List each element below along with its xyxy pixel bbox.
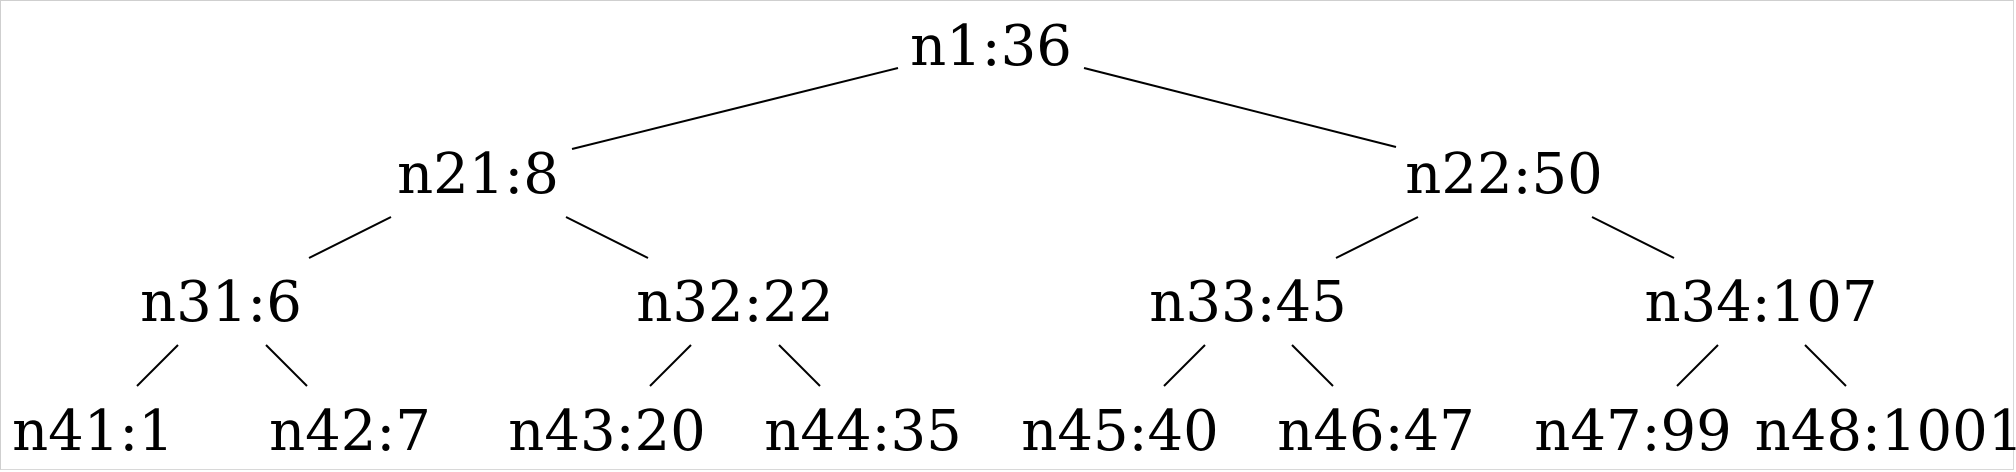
tree-node-n46: n46:47 [1277, 399, 1474, 464]
tree-node-n22: n22:50 [1405, 142, 1602, 207]
tree-node-n34: n34:107 [1644, 270, 1877, 335]
edge-n31-n42 [265, 344, 308, 387]
tree-node-n21: n21:8 [397, 142, 559, 207]
edge-n1-n22 [1083, 67, 1397, 148]
tree-node-n48: n48:1001 [1755, 399, 2016, 464]
edge-n31-n41 [136, 344, 179, 387]
edge-n32-n44 [778, 344, 821, 387]
tree-node-n45: n45:40 [1021, 399, 1218, 464]
tree-node-n31: n31:6 [140, 270, 302, 335]
tree-nodes: n1:36 n21:8 n22:50 n31:6 n32:22 n33:45 n… [12, 14, 2016, 464]
tree-node-n41: n41:1 [12, 399, 174, 464]
tree-node-n32: n32:22 [636, 270, 833, 335]
edge-n32-n43 [649, 344, 692, 387]
edge-n1-n21 [571, 67, 899, 150]
edge-n33-n46 [1291, 344, 1334, 387]
edge-n34-n47 [1676, 344, 1719, 387]
tree-node-n42: n42:7 [269, 399, 431, 464]
edge-n21-n32 [565, 216, 649, 259]
tree-node-n33: n33:45 [1149, 270, 1346, 335]
tree-edges [136, 67, 1847, 387]
edge-n22-n34 [1591, 216, 1675, 259]
edge-n34-n48 [1804, 344, 1847, 387]
tree-node-n43: n43:20 [508, 399, 705, 464]
tree-node-n44: n44:35 [764, 399, 961, 464]
edge-n33-n45 [1163, 344, 1206, 387]
tree-node-n47: n47:99 [1534, 399, 1731, 464]
edge-n22-n33 [1335, 216, 1419, 259]
edge-n21-n31 [308, 216, 392, 259]
tree-node-n1: n1:36 [910, 14, 1072, 79]
